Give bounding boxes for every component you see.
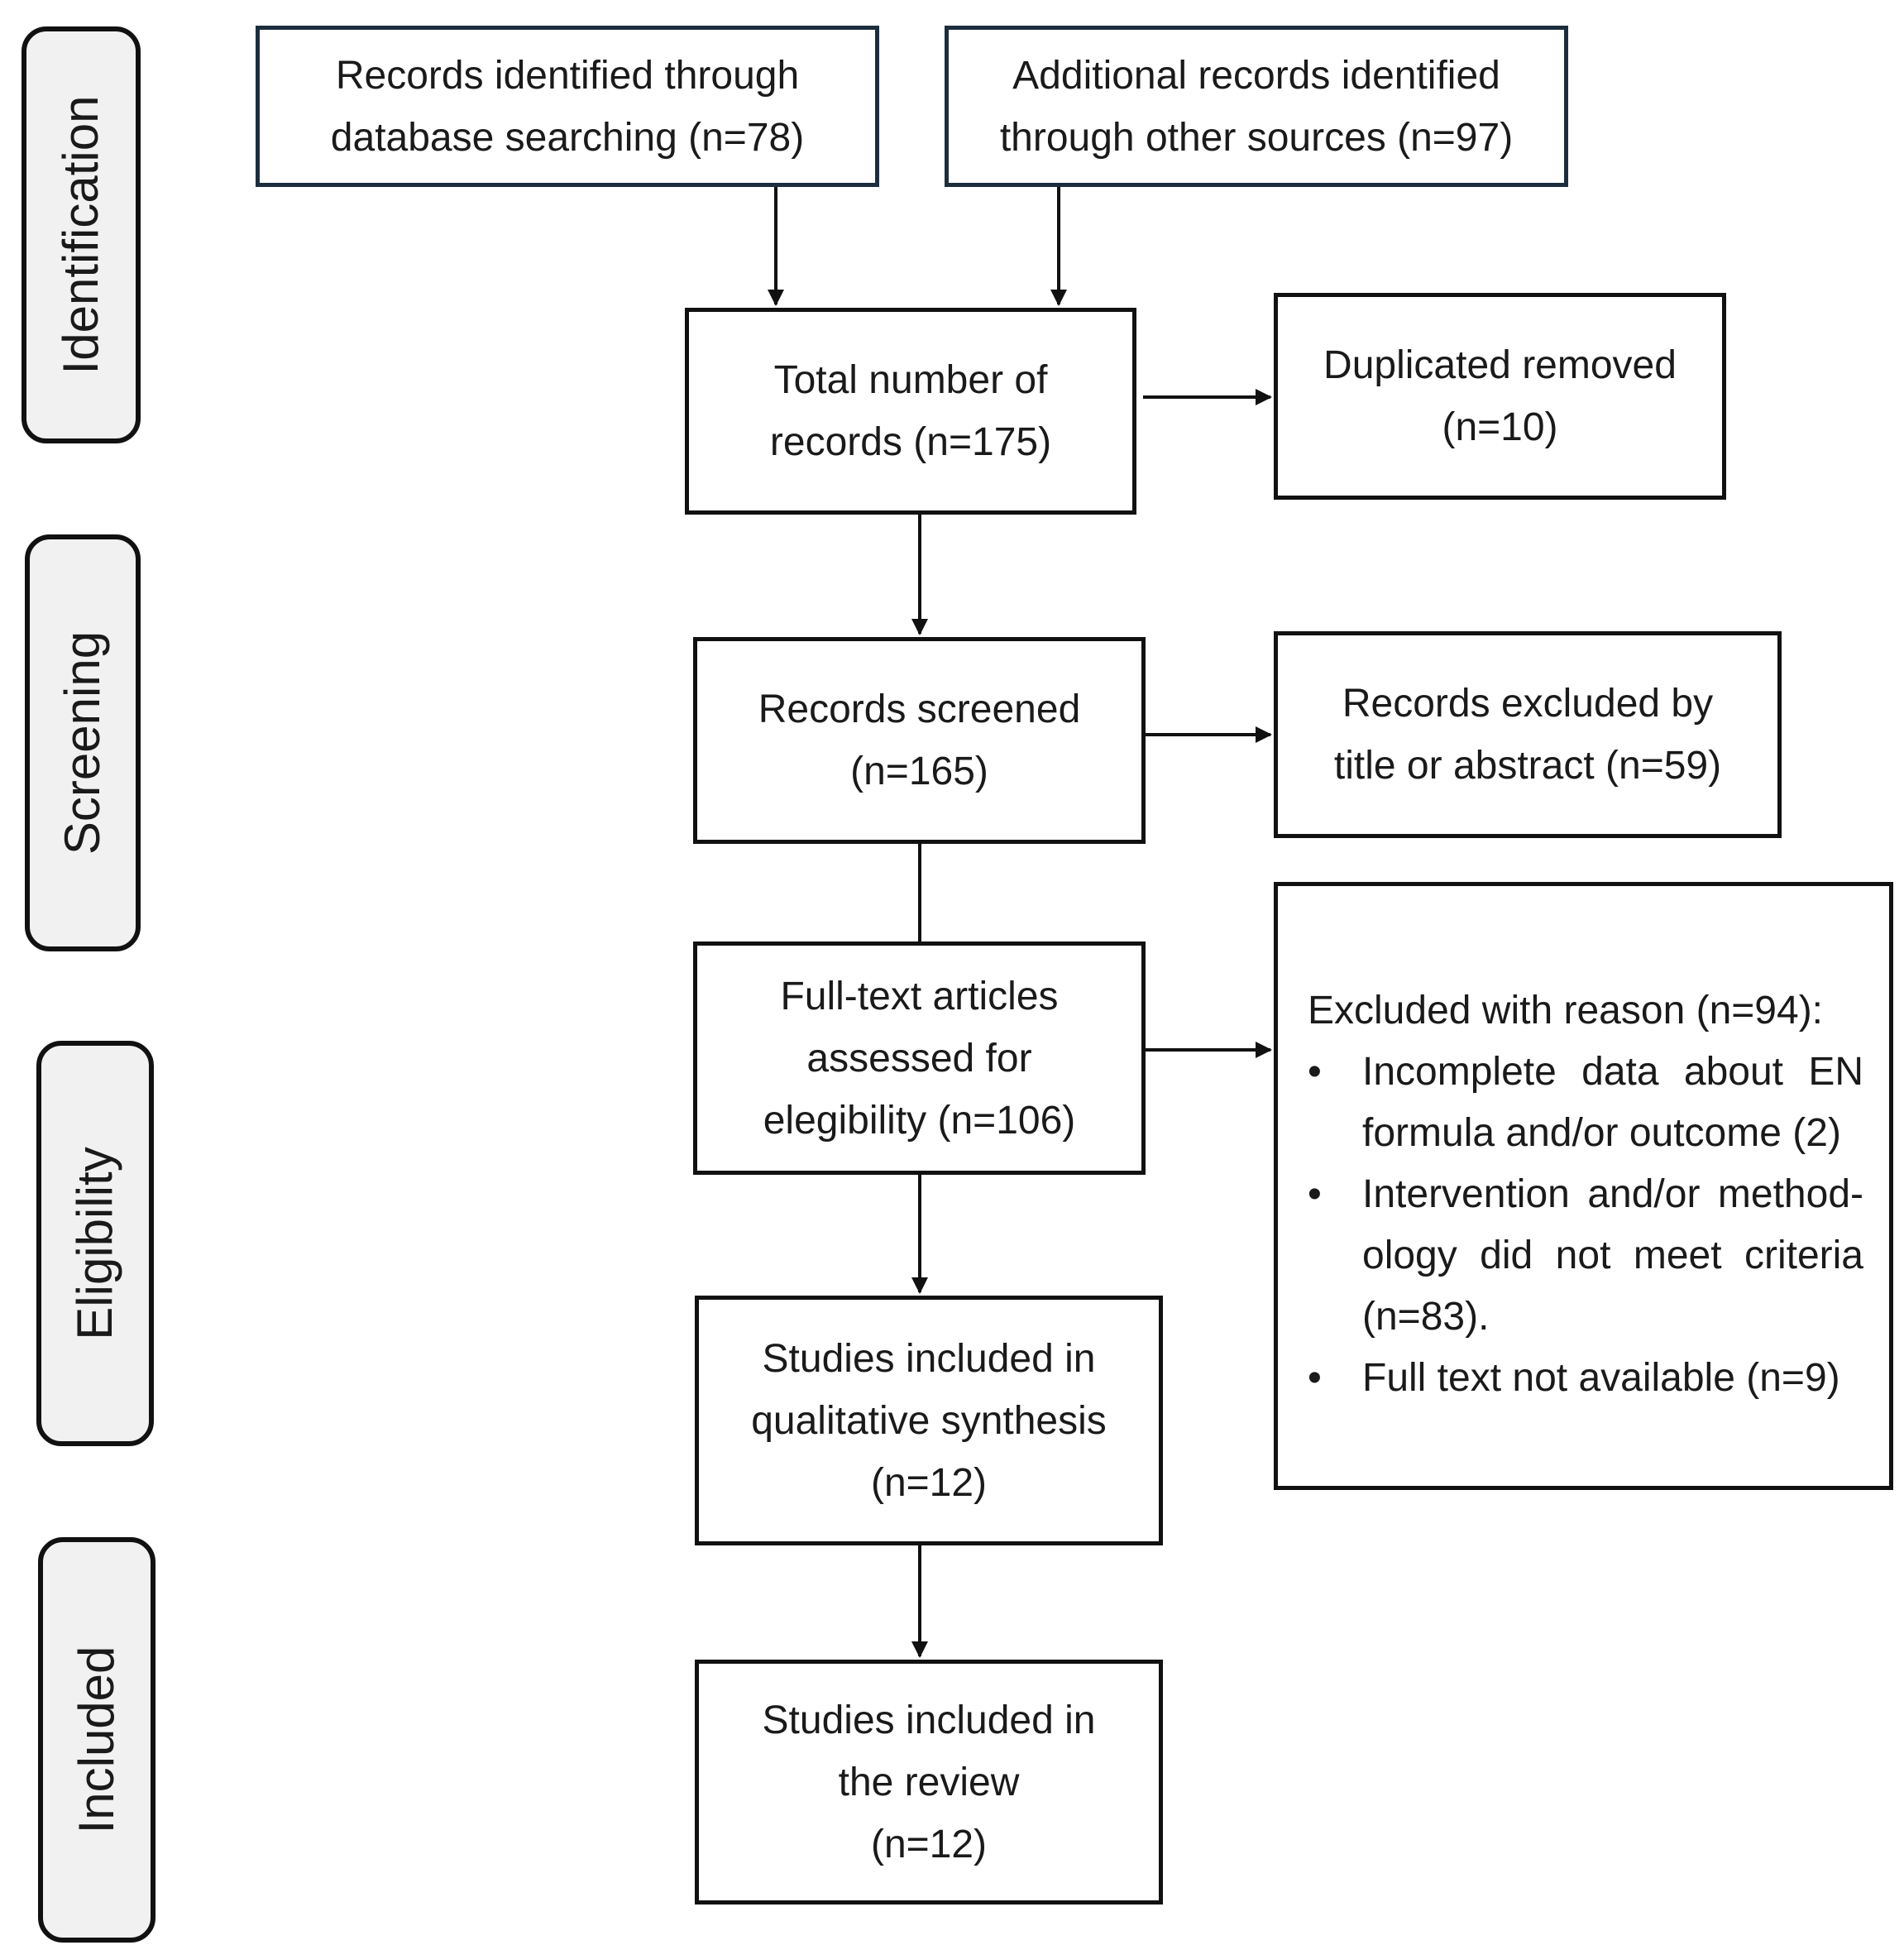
box-records-screened-line-2: (n=165) [850,750,988,793]
box-other-sources-line-2: through other sources (n=97) [999,115,1514,160]
exclusion-reason-line: ology did not meet criteria [1362,1234,1863,1277]
box-excluded-title-abstract-line-1: Records excluded by [1342,682,1714,726]
box-qualitative-synthesis-line-3: (n=12) [870,1460,988,1505]
exclusion-reason-line: (n=83). [1362,1295,1490,1339]
box-database-search: Records identified through database sear… [256,26,879,187]
box-database-search-line-1: Records identified through [335,53,800,98]
box-included-review-line-1: Studies included in [762,1698,1096,1742]
box-duplicates-removed-line-1: Duplicated removed [1323,343,1677,387]
stage-screening: Screening [25,534,141,951]
bullet-icon: • [1308,1172,1322,1216]
box-included-review: Studies included in the review (n=12) [695,1660,1163,1904]
box-excluded-title-abstract: Records excluded by title or abstract (n… [1274,631,1782,838]
bullet-icon: • [1308,1356,1322,1400]
box-full-text-assessed-line-3: elegibility (n=106) [763,1098,1076,1143]
box-records-screened: Records screened (n=165) [693,637,1146,844]
box-other-sources-line-1: Additional records identified [1012,53,1500,98]
exclusion-reason-item: • Intervention and/or method- ology did … [1308,1164,1863,1348]
box-qualitative-synthesis-line-2: qualitative synthesis [751,1398,1107,1443]
box-exclusion-reasons: Excluded with reason (n=94): • Incomplet… [1274,882,1893,1490]
box-full-text-assessed: Full-text articles assessed for elegibil… [693,941,1146,1175]
exclusion-reason-item: • Full text not available (n=9) [1308,1348,1863,1409]
exclusion-reason-line: formula and/or outcome (2) [1362,1111,1841,1155]
stage-included: Included [38,1537,155,1943]
box-full-text-assessed-line-1: Full-text articles [780,974,1059,1018]
exclusion-reason-item: • Incomplete data about EN formula and/o… [1308,1042,1863,1164]
box-database-search-line-2: database searching (n=78) [330,115,805,160]
stage-identification: Identification [22,26,141,443]
stage-eligibility: Eligibility [36,1041,154,1446]
box-included-review-line-3: (n=12) [870,1822,988,1866]
box-duplicates-removed-line-2: (n=10) [1442,405,1558,449]
box-records-screened-line-1: Records screened [758,688,1081,731]
box-qualitative-synthesis: Studies included in qualitative synthesi… [695,1296,1163,1545]
box-included-review-line-2: the review [838,1760,1020,1804]
box-full-text-assessed-line-2: assessed for [806,1036,1032,1080]
exclusion-reason-line: Intervention and/or method- [1362,1172,1863,1216]
box-qualitative-synthesis-line-1: Studies included in [762,1336,1096,1381]
box-duplicates-removed: Duplicated removed (n=10) [1274,293,1726,500]
box-total-records-line-2: records (n=175) [769,420,1052,464]
box-total-records: Total number of records (n=175) [685,308,1136,515]
box-other-sources: Additional records identified through ot… [945,26,1568,187]
exclusion-reason-line: Incomplete data about EN [1362,1050,1863,1094]
exclusion-reason-line: Full text not available (n=9) [1362,1356,1840,1400]
box-excluded-title-abstract-line-2: title or abstract (n=59) [1333,744,1722,788]
bullet-icon: • [1308,1050,1322,1094]
exclusion-reasons-heading: Excluded with reason (n=94): [1308,989,1824,1032]
box-total-records-line-1: Total number of [773,358,1048,402]
